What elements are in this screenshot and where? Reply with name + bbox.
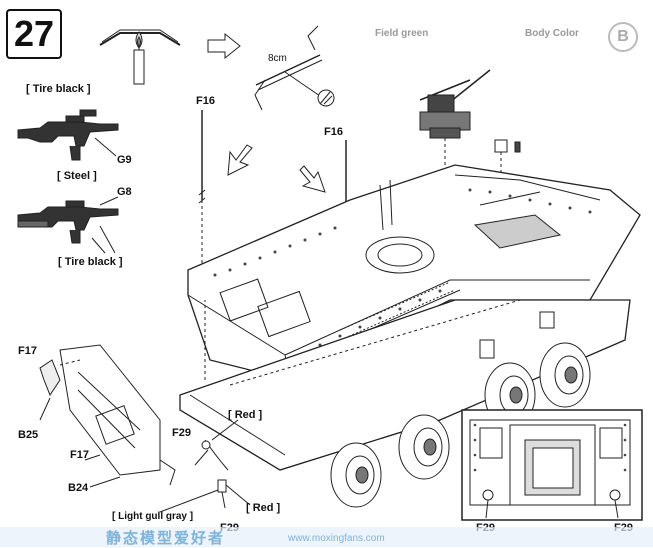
label-f16-left: F16 xyxy=(196,95,215,107)
label-f17-bottom: F17 xyxy=(70,449,89,461)
rifle-g8 xyxy=(17,200,119,244)
header-field-green: Field green xyxy=(375,28,429,39)
step-number-box: 27 xyxy=(6,9,62,59)
upper-hull xyxy=(187,164,641,381)
label-light-gull-gray: [ Light gull gray ] xyxy=(112,511,194,522)
watermark-band xyxy=(0,527,653,547)
rear-door-assembly xyxy=(39,344,176,488)
lower-hull xyxy=(179,299,631,471)
label-f17-top: F17 xyxy=(18,345,37,357)
wheel-4 xyxy=(539,342,591,408)
label-steel: [ Steel ] xyxy=(57,170,97,182)
label-measure: 8cm xyxy=(268,53,287,64)
section-circle-b: B xyxy=(608,22,638,52)
label-red-top: [ Red ] xyxy=(228,409,263,421)
rear-view-inset xyxy=(461,409,643,521)
label-g8: G8 xyxy=(117,186,132,198)
machine-gun-turret xyxy=(419,69,521,200)
label-tire-black-bottom: [ Tire black ] xyxy=(58,256,123,268)
wheel-1 xyxy=(330,442,382,508)
label-b25: B25 xyxy=(18,429,39,441)
wheels xyxy=(330,342,591,508)
label-red-bottom: [ Red ] xyxy=(246,502,281,514)
label-f29-left: F29 xyxy=(172,427,191,439)
watermark-chinese: 静态模型爱好者 xyxy=(106,530,226,547)
watermark-url: www.moxingfans.com xyxy=(288,533,385,544)
header-body-color: Body Color xyxy=(525,28,579,39)
label-f16-right: F16 xyxy=(324,126,343,138)
label-tire-black-top: [ Tire black ] xyxy=(26,83,91,95)
rifle-g9 xyxy=(17,109,119,161)
label-g9: G9 xyxy=(117,154,132,166)
step-number: 27 xyxy=(13,13,55,54)
wheel-2 xyxy=(398,414,450,480)
sprue-heating-illustration xyxy=(99,25,335,193)
label-b24: B24 xyxy=(68,482,89,494)
